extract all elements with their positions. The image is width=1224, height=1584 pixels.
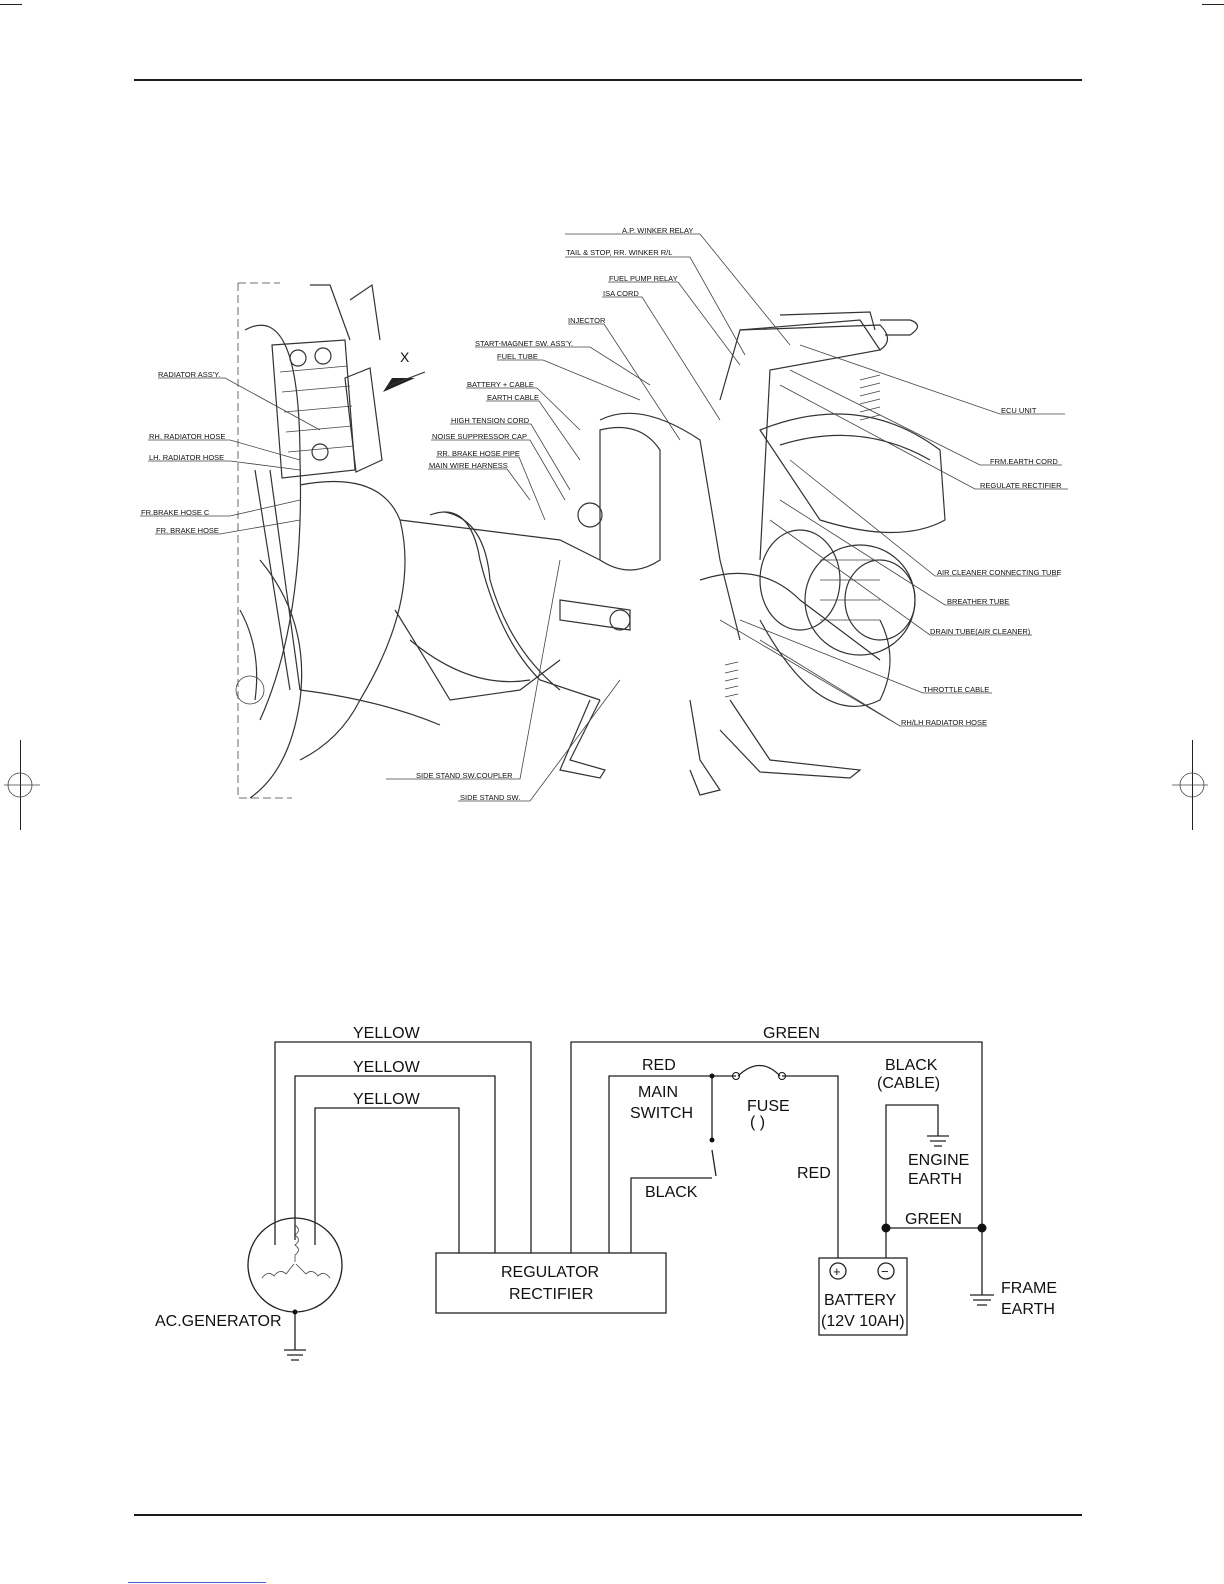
fuse-label: FUSE bbox=[747, 1098, 790, 1115]
wire-label-yellow: YELLOW bbox=[353, 1091, 421, 1108]
callout-reg-rect: REGULATE RECTIFIER bbox=[980, 481, 1062, 490]
vehicle-drawing: X bbox=[140, 226, 1068, 802]
callout-lh-radiator: LH. RADIATOR HOSE bbox=[149, 453, 224, 462]
wire-label-red: RED bbox=[642, 1057, 676, 1074]
wire-label-green: GREEN bbox=[763, 1025, 820, 1042]
black-cable-label: (CABLE) bbox=[877, 1075, 940, 1092]
header-rule bbox=[134, 79, 1082, 81]
footer-rule bbox=[134, 1514, 1082, 1516]
callout-fr-brake-c: FR.BRAKE HOSE C bbox=[141, 508, 210, 517]
callout-noise-cap: NOISE SUPPRESSOR CAP bbox=[432, 432, 527, 441]
callout-ap-winker-relay: A.P. WINKER RELAY bbox=[622, 226, 693, 235]
wiring-diagram: YELLOW YELLOW YELLOW GREEN RED MAIN SWIT… bbox=[155, 1025, 1057, 1361]
regulator-label: REGULATOR bbox=[501, 1264, 599, 1281]
wire-label-red: RED bbox=[797, 1165, 831, 1182]
wire-label-yellow: YELLOW bbox=[353, 1025, 421, 1042]
callout-rhlh-radiator: RH/LH RADIATOR HOSE bbox=[901, 718, 987, 727]
engine-earth-label: EARTH bbox=[908, 1171, 962, 1188]
callout-fuel-tube: FUEL TUBE bbox=[497, 352, 538, 361]
battery-minus: − bbox=[881, 1264, 889, 1279]
footer-link-underline bbox=[128, 1582, 266, 1583]
fuse-rating: ( ) bbox=[750, 1114, 765, 1131]
wire-label-green: GREEN bbox=[905, 1211, 962, 1228]
callout-battery-cable: BATTERY + CABLE bbox=[467, 380, 534, 389]
callout-breather: BREATHER TUBE bbox=[947, 597, 1009, 606]
view-mark: X bbox=[400, 349, 410, 365]
callout-ecu: ECU UNIT bbox=[1001, 406, 1037, 415]
callout-radiator-assy: RADIATOR ASS'Y. bbox=[158, 370, 220, 379]
callout-frm-earth: FRM.EARTH CORD bbox=[990, 457, 1058, 466]
callout-main-harness: MAIN WIRE HARNESS bbox=[429, 461, 508, 470]
crop-mark bbox=[0, 4, 22, 5]
callout-fuel-pump-relay: FUEL PUMP RELAY bbox=[609, 274, 678, 283]
battery-label: BATTERY bbox=[824, 1292, 897, 1309]
callout-high-tension: HIGH TENSION CORD bbox=[451, 416, 530, 425]
battery-rating: (12V 10AH) bbox=[821, 1313, 905, 1330]
wire-label-yellow: YELLOW bbox=[353, 1059, 421, 1076]
wire-label-black: BLACK bbox=[645, 1184, 698, 1201]
callout-rh-radiator: RH. RADIATOR HOSE bbox=[149, 432, 225, 441]
registration-mark bbox=[4, 772, 1208, 798]
crop-mark bbox=[1202, 4, 1224, 5]
black-cable-label: BLACK bbox=[885, 1057, 938, 1074]
callout-rr-brake: RR. BRAKE HOSE PIPE bbox=[437, 449, 520, 458]
callout-tail-stop: TAIL & STOP, RR. WINKER R/L bbox=[566, 248, 672, 257]
callout-injector: INJECTOR bbox=[568, 316, 606, 325]
callout-air-cleaner-tube: AIR CLEANER CONNECTING TUBE bbox=[937, 568, 1061, 577]
callout-isa-cord: ISA CORD bbox=[603, 289, 639, 298]
frame-earth-label: EARTH bbox=[1001, 1301, 1055, 1318]
main-switch-label: SWITCH bbox=[630, 1105, 693, 1122]
main-switch-label: MAIN bbox=[638, 1084, 678, 1101]
battery-plus: + bbox=[833, 1264, 841, 1279]
callout-earth-cable: EARTH CABLE bbox=[487, 393, 539, 402]
engine-earth-label: ENGINE bbox=[908, 1152, 969, 1169]
regulator-label: RECTIFIER bbox=[509, 1286, 593, 1303]
callout-start-magnet: START-MAGNET SW. ASS'Y. bbox=[475, 339, 573, 348]
callout-side-sw: SIDE STAND SW. bbox=[460, 793, 520, 802]
callout-drain: DRAIN TUBE(AIR CLEANER) bbox=[930, 627, 1031, 636]
callout-fr-brake: FR. BRAKE HOSE bbox=[156, 526, 219, 535]
generator-label: AC.GENERATOR bbox=[155, 1313, 282, 1330]
frame-earth-label: FRAME bbox=[1001, 1280, 1057, 1297]
callout-throttle: THROTTLE CABLE bbox=[923, 685, 989, 694]
callout-side-coupler: SIDE STAND SW.COUPLER bbox=[416, 771, 513, 780]
